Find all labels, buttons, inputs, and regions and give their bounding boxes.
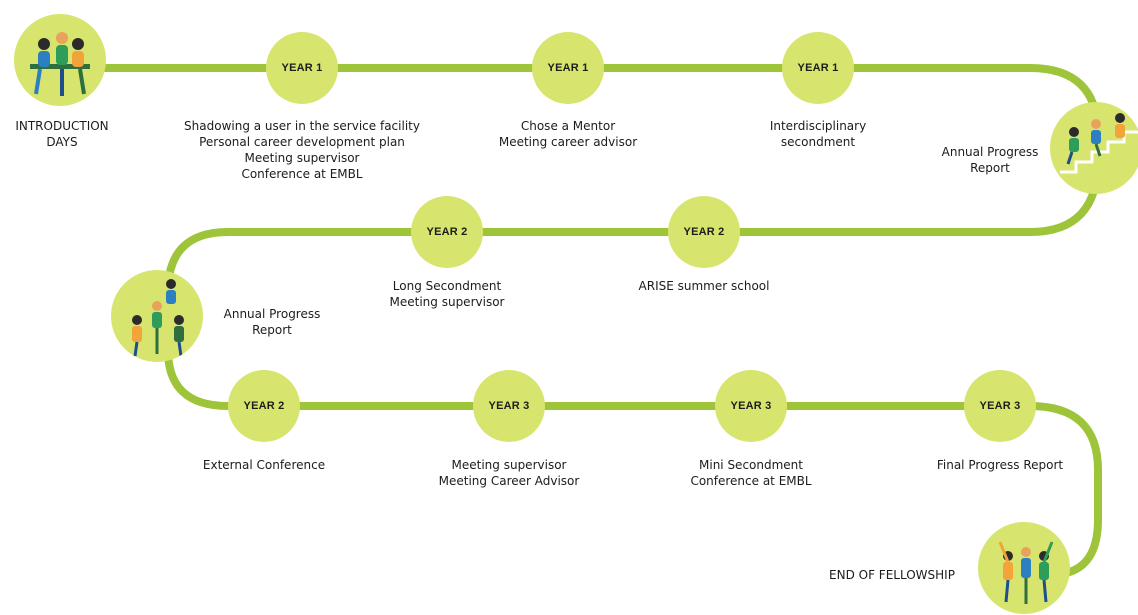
milestone-label: Shadowing a user in the service facility…: [172, 118, 432, 182]
annual-progress-label: Annual Progress Report: [210, 306, 334, 338]
milestone-label: Meeting supervisor Meeting Career Adviso…: [419, 457, 599, 489]
label-line: Personal career development plan: [199, 135, 405, 149]
label-line: Conference at EMBL: [241, 167, 363, 181]
label-line: Chose a Mentor: [520, 119, 616, 133]
human-pyramid-icon: [132, 279, 184, 357]
end-of-fellowship-illustration: [978, 522, 1070, 614]
year-node: YEAR 2: [228, 370, 300, 442]
year-label: YEAR 1: [547, 62, 589, 74]
label-line: Meeting Career Advisor: [438, 474, 580, 488]
annual-progress-illustration: [111, 270, 203, 362]
team-meeting-icon: [30, 32, 90, 96]
year-label: YEAR 2: [426, 226, 468, 238]
label-line: Annual Progress: [941, 145, 1039, 159]
label-line: Mini Secondment: [699, 458, 803, 472]
label-line: Interdisciplinary: [769, 119, 867, 133]
year-label: YEAR 3: [488, 400, 530, 412]
year-node: YEAR 1: [532, 32, 604, 104]
label-line: Meeting career advisor: [498, 135, 638, 149]
annual-progress-illustration: [1050, 102, 1138, 194]
annual-progress-label: Annual Progress Report: [928, 144, 1052, 176]
year-label: YEAR 1: [281, 62, 323, 74]
milestone-label: Final Progress Report: [920, 457, 1080, 473]
milestone-label: Mini Secondment Conference at EMBL: [671, 457, 831, 489]
milestone-label: Long Secondment Meeting supervisor: [377, 278, 517, 310]
label-line: Long Secondment: [392, 279, 502, 293]
year-label: YEAR 2: [243, 400, 285, 412]
label-line: Conference at EMBL: [690, 474, 812, 488]
milestone-label: Interdisciplinary secondment: [748, 118, 888, 150]
label-line: External Conference: [202, 458, 326, 472]
label-line: END OF FELLOWSHIP: [829, 568, 955, 582]
label-line: DAYS: [46, 135, 78, 149]
label-line: Meeting supervisor: [389, 295, 505, 309]
year-node: YEAR 3: [715, 370, 787, 442]
introduction-days-illustration: [14, 14, 106, 106]
year-node: YEAR 3: [473, 370, 545, 442]
year-label: YEAR 3: [730, 400, 772, 412]
label-line: Annual Progress: [223, 307, 321, 321]
milestone-label: ARISE summer school: [624, 278, 784, 294]
label-line: Report: [970, 161, 1010, 175]
label-line: INTRODUCTION: [15, 119, 109, 133]
year-label: YEAR 2: [683, 226, 725, 238]
label-line: Final Progress Report: [936, 458, 1064, 472]
label-line: Meeting supervisor: [244, 151, 360, 165]
introduction-days-label: INTRODUCTION DAYS: [8, 118, 116, 150]
year-label: YEAR 3: [979, 400, 1021, 412]
year-node: YEAR 1: [266, 32, 338, 104]
year-node: YEAR 2: [668, 196, 740, 268]
label-line: ARISE summer school: [638, 279, 770, 293]
year-node: YEAR 3: [964, 370, 1036, 442]
label-line: Shadowing a user in the service facility: [184, 119, 420, 133]
label-line: secondment: [780, 135, 856, 149]
label-line: Report: [252, 323, 292, 337]
celebration-icon: [998, 541, 1054, 604]
milestone-label: External Conference: [184, 457, 344, 473]
year-label: YEAR 1: [797, 62, 839, 74]
climbing-stairs-icon: [1060, 113, 1138, 174]
milestone-label: Chose a Mentor Meeting career advisor: [478, 118, 658, 150]
year-node: YEAR 2: [411, 196, 483, 268]
end-of-fellowship-label: END OF FELLOWSHIP: [818, 567, 966, 583]
label-line: Meeting supervisor: [451, 458, 567, 472]
year-node: YEAR 1: [782, 32, 854, 104]
